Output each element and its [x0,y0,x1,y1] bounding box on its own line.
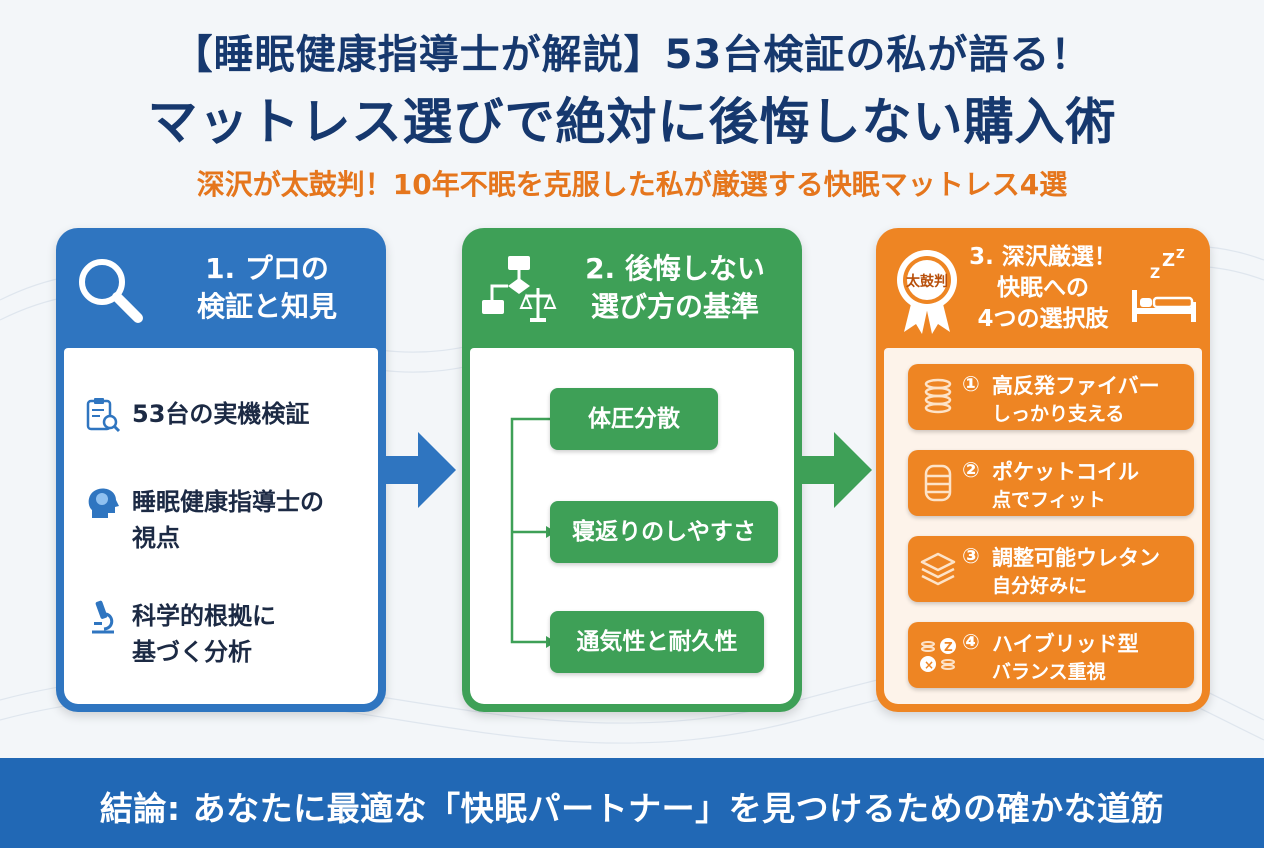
option-title: ハイブリッド型 [992,632,1139,656]
layers-icon [920,552,956,586]
criteria-box: 寝返りのしやすさ [550,501,778,563]
badge-text: 太鼓判 [906,274,948,290]
panel2-body: 体圧分散 寝返りのしやすさ 通気性と耐久性 [470,348,794,704]
page-title-line2: マットレス選びで絶対に後悔しない購入術 [147,93,1117,151]
panel1-item-text: 科学的根拠に 基づく分析 [132,602,276,666]
microscope-icon [92,600,114,634]
panel2-title: 2. 後悔しない 選び方の基準 [585,252,765,323]
option-desc: しっかり支える [992,403,1125,425]
option-desc: 自分好みに [992,575,1088,597]
panel-pro-verification: 1. プロの 検証と知見 53台の実機検証 睡眠健康指導士の 視点 [56,228,386,712]
option-card: ① 高反発ファイバー しっかり支える [908,364,1194,430]
svg-text:×: × [924,658,934,672]
flowchart-scale-icon [482,256,557,322]
svg-text:Z: Z [1176,247,1185,261]
pocket-coil-icon [924,464,952,502]
option-title: 調整可能ウレタン [992,546,1160,570]
panel1-item: 53台の実機検証 [84,396,309,434]
panel2-header: 2. 後悔しない 選び方の基準 [462,228,802,348]
panel3-body: ① 高反発ファイバー しっかり支える ② ポケットコイル 点でフィット [884,348,1202,704]
clipboard-search-icon [86,398,121,433]
panel-selection-criteria: 2. 後悔しない 選び方の基準 体圧分散 寝返りのしやすさ 通気性と耐久性 [462,228,802,712]
option-desc: 点でフィット [992,489,1106,511]
svg-text:Z: Z [944,640,953,654]
panel1-item: 睡眠健康指導士の 視点 [84,484,324,556]
svg-text:Z: Z [1162,250,1175,271]
panel1-item-text: 睡眠健康指導士の 視点 [132,488,324,552]
page-title-line1: 【睡眠健康指導士が解説】53台検証の私が語る！ [172,32,1092,78]
option-card: Z × ④ ハイブリッド型 バランス重視 [908,622,1194,688]
brain-head-icon [88,488,119,518]
panel1-body: 53台の実機検証 睡眠健康指導士の 視点 科学的根拠に 基づく分析 [64,348,378,704]
option-number: ② [962,458,980,482]
flow-arrow-green [802,432,872,508]
conclusion-text: 結論: あなたに最適な「快眠パートナー」を見つけるための確かな道筋 [99,789,1165,828]
panel-top-picks: 太鼓判 3. 深沢厳選！ 快眠への 4つの選択肢 Z Z Z ① 高反発ファイバ… [876,228,1210,712]
option-number: ③ [962,544,980,568]
sleeping-bed-icon: Z Z Z [1132,247,1196,322]
page-subtitle: 深沢が太鼓判！10年不眠を克服した私が厳選する快眠マットレス4選 [196,168,1068,201]
option-number: ④ [962,630,980,654]
panel3-header: 太鼓判 3. 深沢厳選！ 快眠への 4つの選択肢 Z Z Z [876,228,1210,348]
hybrid-icon: Z × [920,638,956,672]
panel1-item: 科学的根拠に 基づく分析 [84,598,276,670]
criteria-box: 体圧分散 [550,388,718,450]
panel1-header: 1. プロの 検証と知見 [56,228,386,348]
panel1-title: 1. プロの 検証と知見 [196,252,337,323]
svg-text:Z: Z [1150,266,1160,282]
spring-coil-icon [924,378,952,414]
option-title: 高反発ファイバー [992,374,1160,398]
option-desc: バランス重視 [992,661,1106,683]
magnifier-icon [79,259,143,323]
option-card: ③ 調整可能ウレタン 自分好みに [908,536,1194,602]
panel1-item-text: 53台の実機検証 [132,400,310,428]
option-number: ① [962,372,980,396]
conclusion-banner: 結論: あなたに最適な「快眠パートナー」を見つけるための確かな道筋 [0,758,1264,848]
award-badge-icon [897,250,957,334]
option-title: ポケットコイル [992,460,1139,484]
option-card: ② ポケットコイル 点でフィット [908,450,1194,516]
panel3-title: 3. 深沢厳選！ 快眠への 4つの選択肢 [969,244,1117,332]
criteria-box: 通気性と耐久性 [550,611,764,673]
flow-arrow-blue [386,432,456,508]
